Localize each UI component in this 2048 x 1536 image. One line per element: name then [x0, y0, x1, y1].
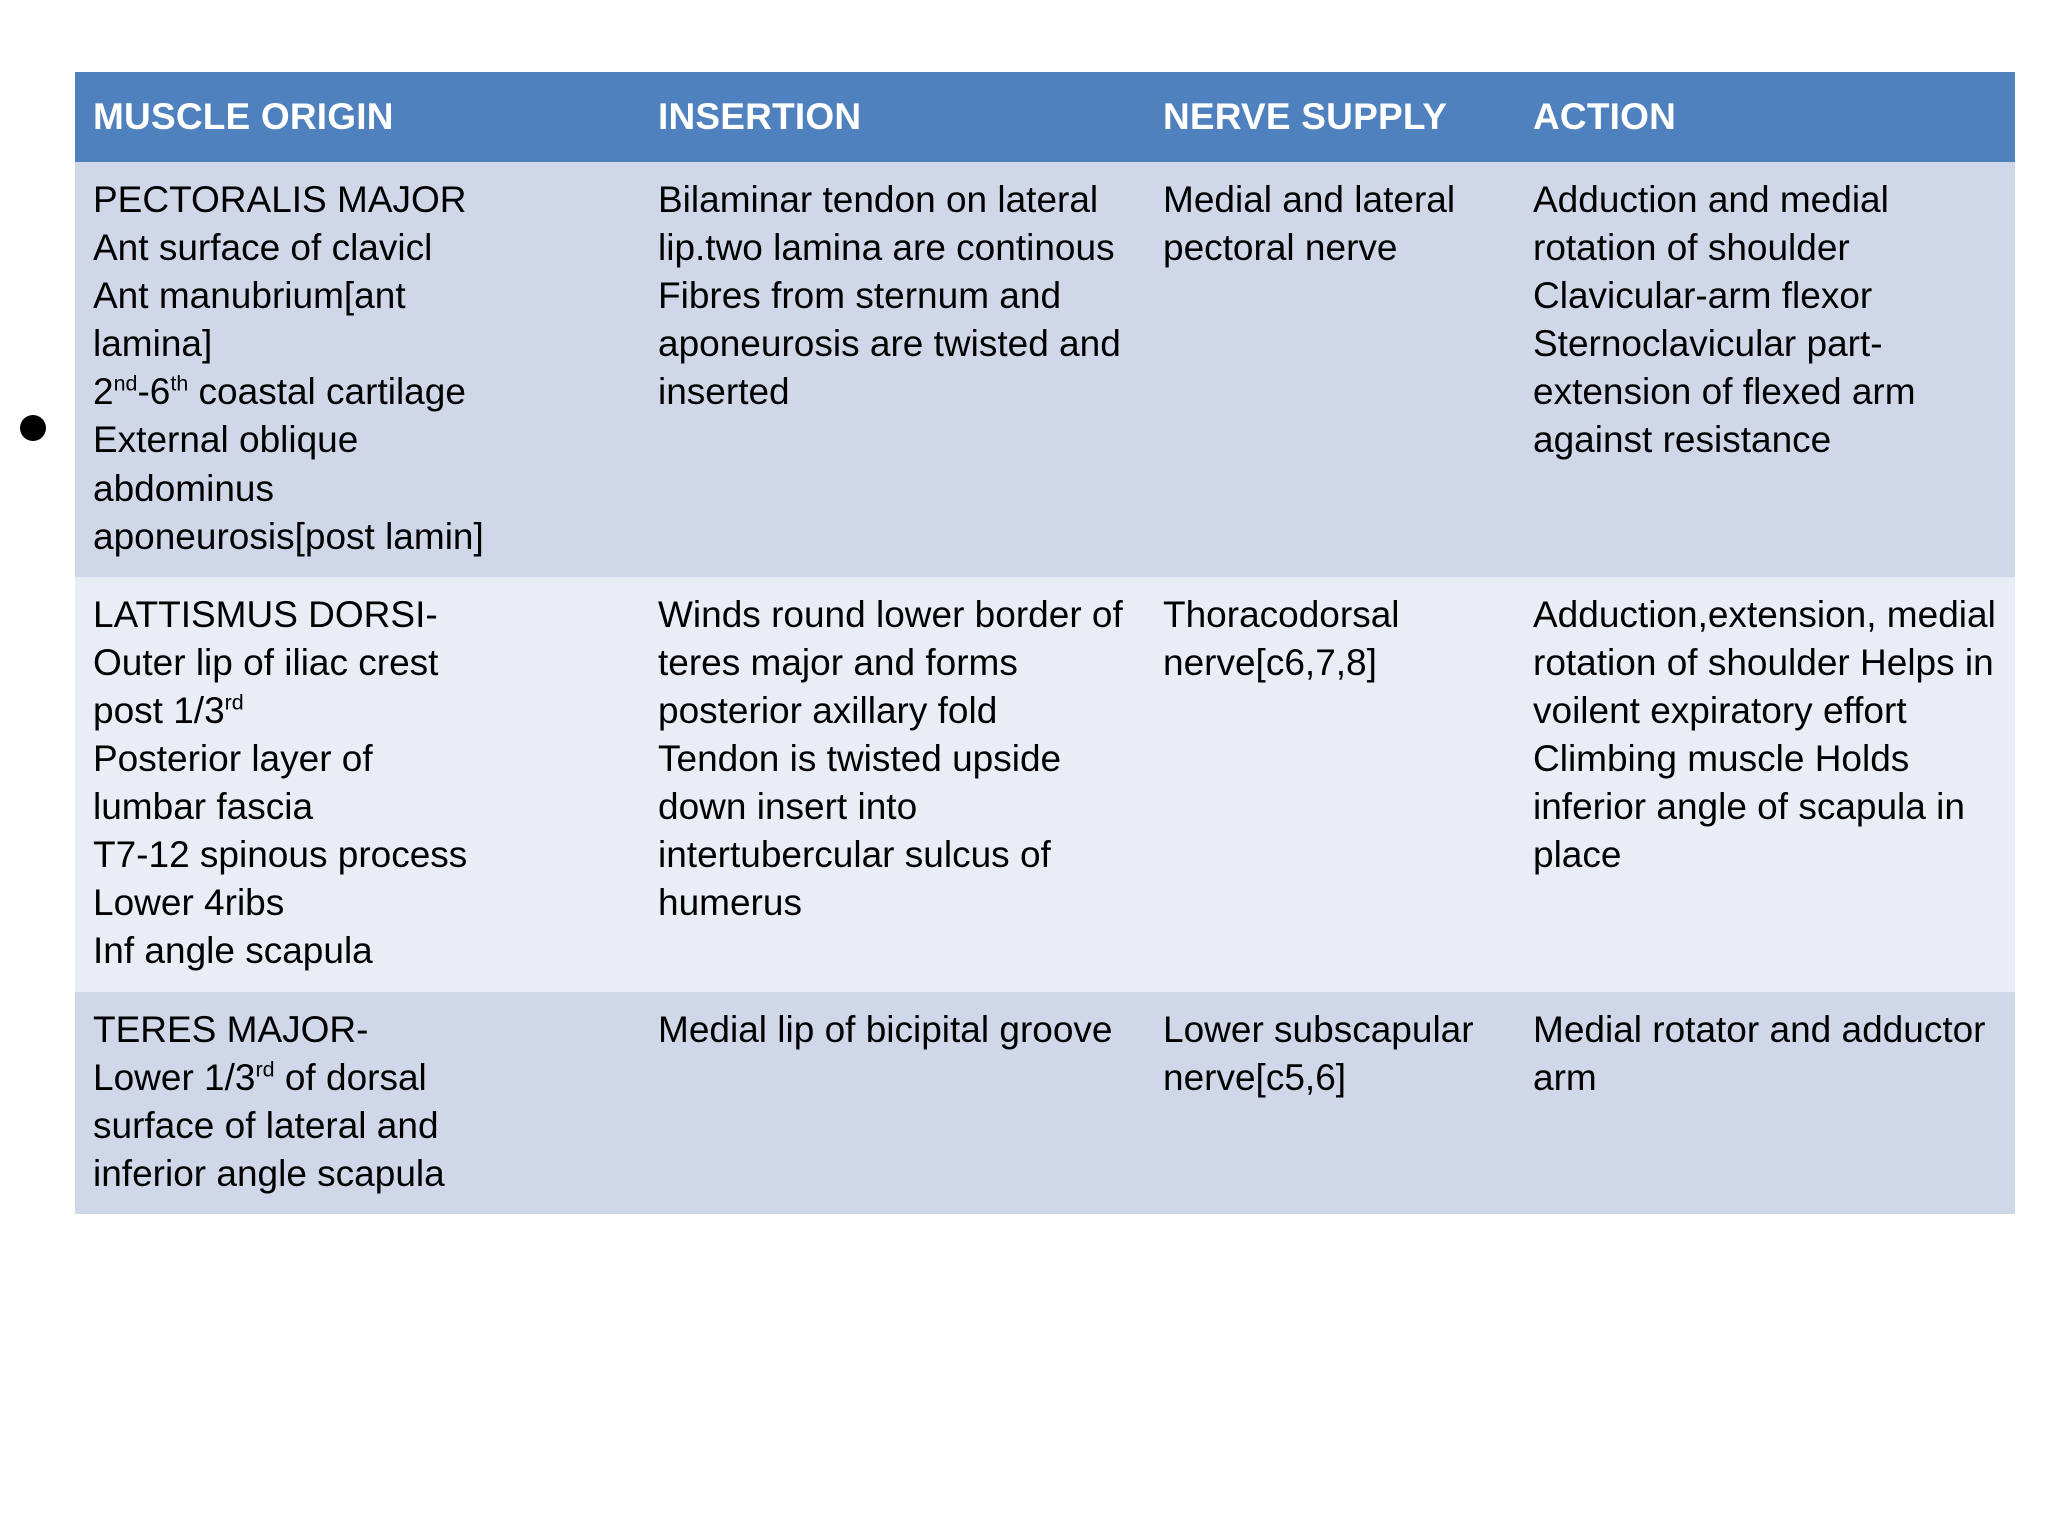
origin-line: Lower 4ribs — [93, 882, 285, 924]
origin-line: Ant manubrium[ant — [93, 275, 406, 317]
cell-muscle-origin: PECTORALIS MAJOR Ant surface of clavicl … — [75, 162, 640, 577]
cell-nerve-supply: Medial and lateral pectoral nerve — [1145, 162, 1515, 577]
origin-line: surface of lateral and — [93, 1104, 439, 1146]
muscle-name: LATTISMUS DORSI- — [93, 593, 438, 635]
table-row: PECTORALIS MAJOR Ant surface of clavicl … — [75, 162, 2015, 577]
cell-nerve-supply: Lower subscapular nerve[c5,6] — [1145, 991, 1515, 1214]
origin-line: Posterior layer of — [93, 738, 373, 780]
ordinal-suffix: nd — [113, 372, 138, 397]
origin-line-ordinal: 2nd-6th coastal cartilage — [93, 368, 622, 416]
ordinal-number: post 1/3 — [93, 689, 225, 731]
origin-line: Ant surface of clavicl — [93, 227, 433, 269]
cell-muscle-origin: LATTISMUS DORSI- Outer lip of iliac cres… — [75, 576, 640, 992]
table-row: TERES MAJOR- Lower 1/3rd of dorsal surfa… — [75, 991, 2015, 1214]
ordinal-suffix: rd — [255, 1057, 275, 1082]
ordinal-suffix: rd — [224, 690, 244, 715]
cell-insertion: Winds round lower border of teres major … — [640, 576, 1145, 992]
origin-line: inferior angle scapula — [93, 1152, 445, 1194]
ordinal-number: -6 — [137, 371, 171, 413]
origin-line: Outer lip of iliac crest — [93, 641, 439, 683]
origin-line: lamina] — [93, 323, 213, 365]
origin-line: lumbar fascia — [93, 786, 314, 828]
column-header-insertion: INSERTION — [640, 72, 1145, 162]
cell-nerve-supply: Thoracodorsal nerve[c6,7,8] — [1145, 576, 1515, 992]
origin-line-ordinal: Lower 1/3rd of dorsal — [93, 1054, 622, 1102]
origin-line: aponeurosis[post lamin] — [93, 515, 484, 557]
table-body: PECTORALIS MAJOR Ant surface of clavicl … — [75, 162, 2015, 1214]
muscle-name: PECTORALIS MAJOR — [93, 179, 467, 220]
cell-action: Medial rotator and adductor arm — [1515, 991, 2015, 1214]
muscle-name: TERES MAJOR- — [93, 1008, 369, 1050]
table-row: LATTISMUS DORSI- Outer lip of iliac cres… — [75, 576, 2015, 992]
ordinal-tail: of dorsal — [274, 1056, 427, 1098]
column-header-action: ACTION — [1515, 72, 2015, 162]
column-header-nerve-supply: NERVE SUPPLY — [1145, 72, 1515, 162]
cell-insertion: Bilaminar tendon on lateral lip.two lami… — [640, 162, 1145, 577]
origin-line: External oblique — [93, 419, 359, 461]
cell-action: Adduction and medial rotation of shoulde… — [1515, 162, 2015, 577]
column-header-muscle-origin: MUSCLE ORIGIN — [75, 72, 640, 162]
cell-muscle-origin: TERES MAJOR- Lower 1/3rd of dorsal surfa… — [75, 991, 640, 1214]
ordinal-tail: coastal cartilage — [188, 371, 466, 413]
origin-line-ordinal: post 1/3rd — [93, 687, 622, 735]
origin-line: T7-12 spinous process — [93, 834, 468, 876]
muscle-anatomy-table: MUSCLE ORIGIN INSERTION NERVE SUPPLY ACT… — [75, 72, 2015, 1214]
cell-action: Adduction,extension, medial rotation of … — [1515, 576, 2015, 992]
ordinal-number: 2 — [93, 371, 114, 413]
table-header-row: MUSCLE ORIGIN INSERTION NERVE SUPPLY ACT… — [75, 72, 2015, 162]
cell-insertion: Medial lip of bicipital groove — [640, 991, 1145, 1214]
ordinal-number: Lower 1/3 — [93, 1056, 256, 1098]
bullet-point-marker — [20, 415, 46, 441]
table-header: MUSCLE ORIGIN INSERTION NERVE SUPPLY ACT… — [75, 72, 2015, 162]
ordinal-suffix: th — [170, 372, 189, 397]
origin-line: abdominus — [93, 467, 275, 509]
origin-line: Inf angle scapula — [93, 930, 373, 972]
